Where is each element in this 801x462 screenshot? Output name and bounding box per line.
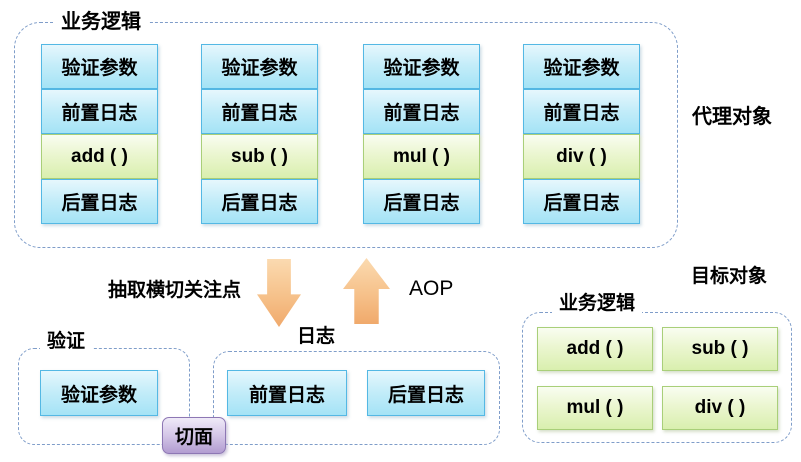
pre-log-box: 前置日志 bbox=[227, 370, 347, 416]
logging-label: 日志 bbox=[290, 326, 343, 348]
target-object-label: 目标对象 bbox=[691, 266, 768, 287]
method-sub-box: sub ( ) bbox=[662, 327, 778, 371]
proxy-column-mul: 验证参数 前置日志 mul ( ) 后置日志 bbox=[363, 44, 480, 224]
validate-params-box: 验证参数 bbox=[523, 44, 640, 89]
validation-container bbox=[18, 348, 190, 445]
validate-params-box: 验证参数 bbox=[201, 44, 318, 89]
proxy-column-div: 验证参数 前置日志 div ( ) 后置日志 bbox=[523, 44, 640, 224]
method-add-box: add ( ) bbox=[41, 134, 158, 179]
pre-log-box: 前置日志 bbox=[201, 89, 318, 134]
method-mul-box: mul ( ) bbox=[363, 134, 480, 179]
post-log-box: 后置日志 bbox=[523, 179, 640, 224]
pre-log-box: 前置日志 bbox=[363, 89, 480, 134]
validate-params-box: 验证参数 bbox=[363, 44, 480, 89]
logging-container bbox=[213, 351, 500, 445]
post-log-box: 后置日志 bbox=[363, 179, 480, 224]
up-arrow-icon bbox=[343, 258, 390, 324]
method-div-box: div ( ) bbox=[523, 134, 640, 179]
proxy-business-logic-label: 业务逻辑 bbox=[54, 11, 148, 33]
method-sub-box: sub ( ) bbox=[201, 134, 318, 179]
target-business-logic-label: 业务逻辑 bbox=[552, 293, 643, 315]
post-log-box: 后置日志 bbox=[367, 370, 485, 416]
down-arrow-icon bbox=[257, 259, 301, 327]
proxy-object-label: 代理对象 bbox=[692, 106, 772, 128]
proxy-column-sub: 验证参数 前置日志 sub ( ) 后置日志 bbox=[201, 44, 318, 224]
proxy-column-add: 验证参数 前置日志 add ( ) 后置日志 bbox=[41, 44, 158, 224]
validate-params-box: 验证参数 bbox=[41, 44, 158, 89]
method-mul-box: mul ( ) bbox=[537, 386, 653, 430]
target-object-container bbox=[522, 312, 792, 443]
method-div-box: div ( ) bbox=[662, 386, 778, 430]
validate-params-box: 验证参数 bbox=[40, 370, 158, 416]
aspect-tag: 切面 bbox=[162, 417, 226, 454]
proxy-object-container bbox=[14, 22, 678, 248]
pre-log-box: 前置日志 bbox=[41, 89, 158, 134]
pre-log-box: 前置日志 bbox=[523, 89, 640, 134]
validation-label: 验证 bbox=[40, 331, 93, 353]
extract-crosscut-label: 抽取横切关注点 bbox=[108, 280, 242, 301]
aop-label: AOP bbox=[409, 277, 454, 300]
post-log-box: 后置日志 bbox=[41, 179, 158, 224]
method-add-box: add ( ) bbox=[537, 327, 653, 371]
post-log-box: 后置日志 bbox=[201, 179, 318, 224]
